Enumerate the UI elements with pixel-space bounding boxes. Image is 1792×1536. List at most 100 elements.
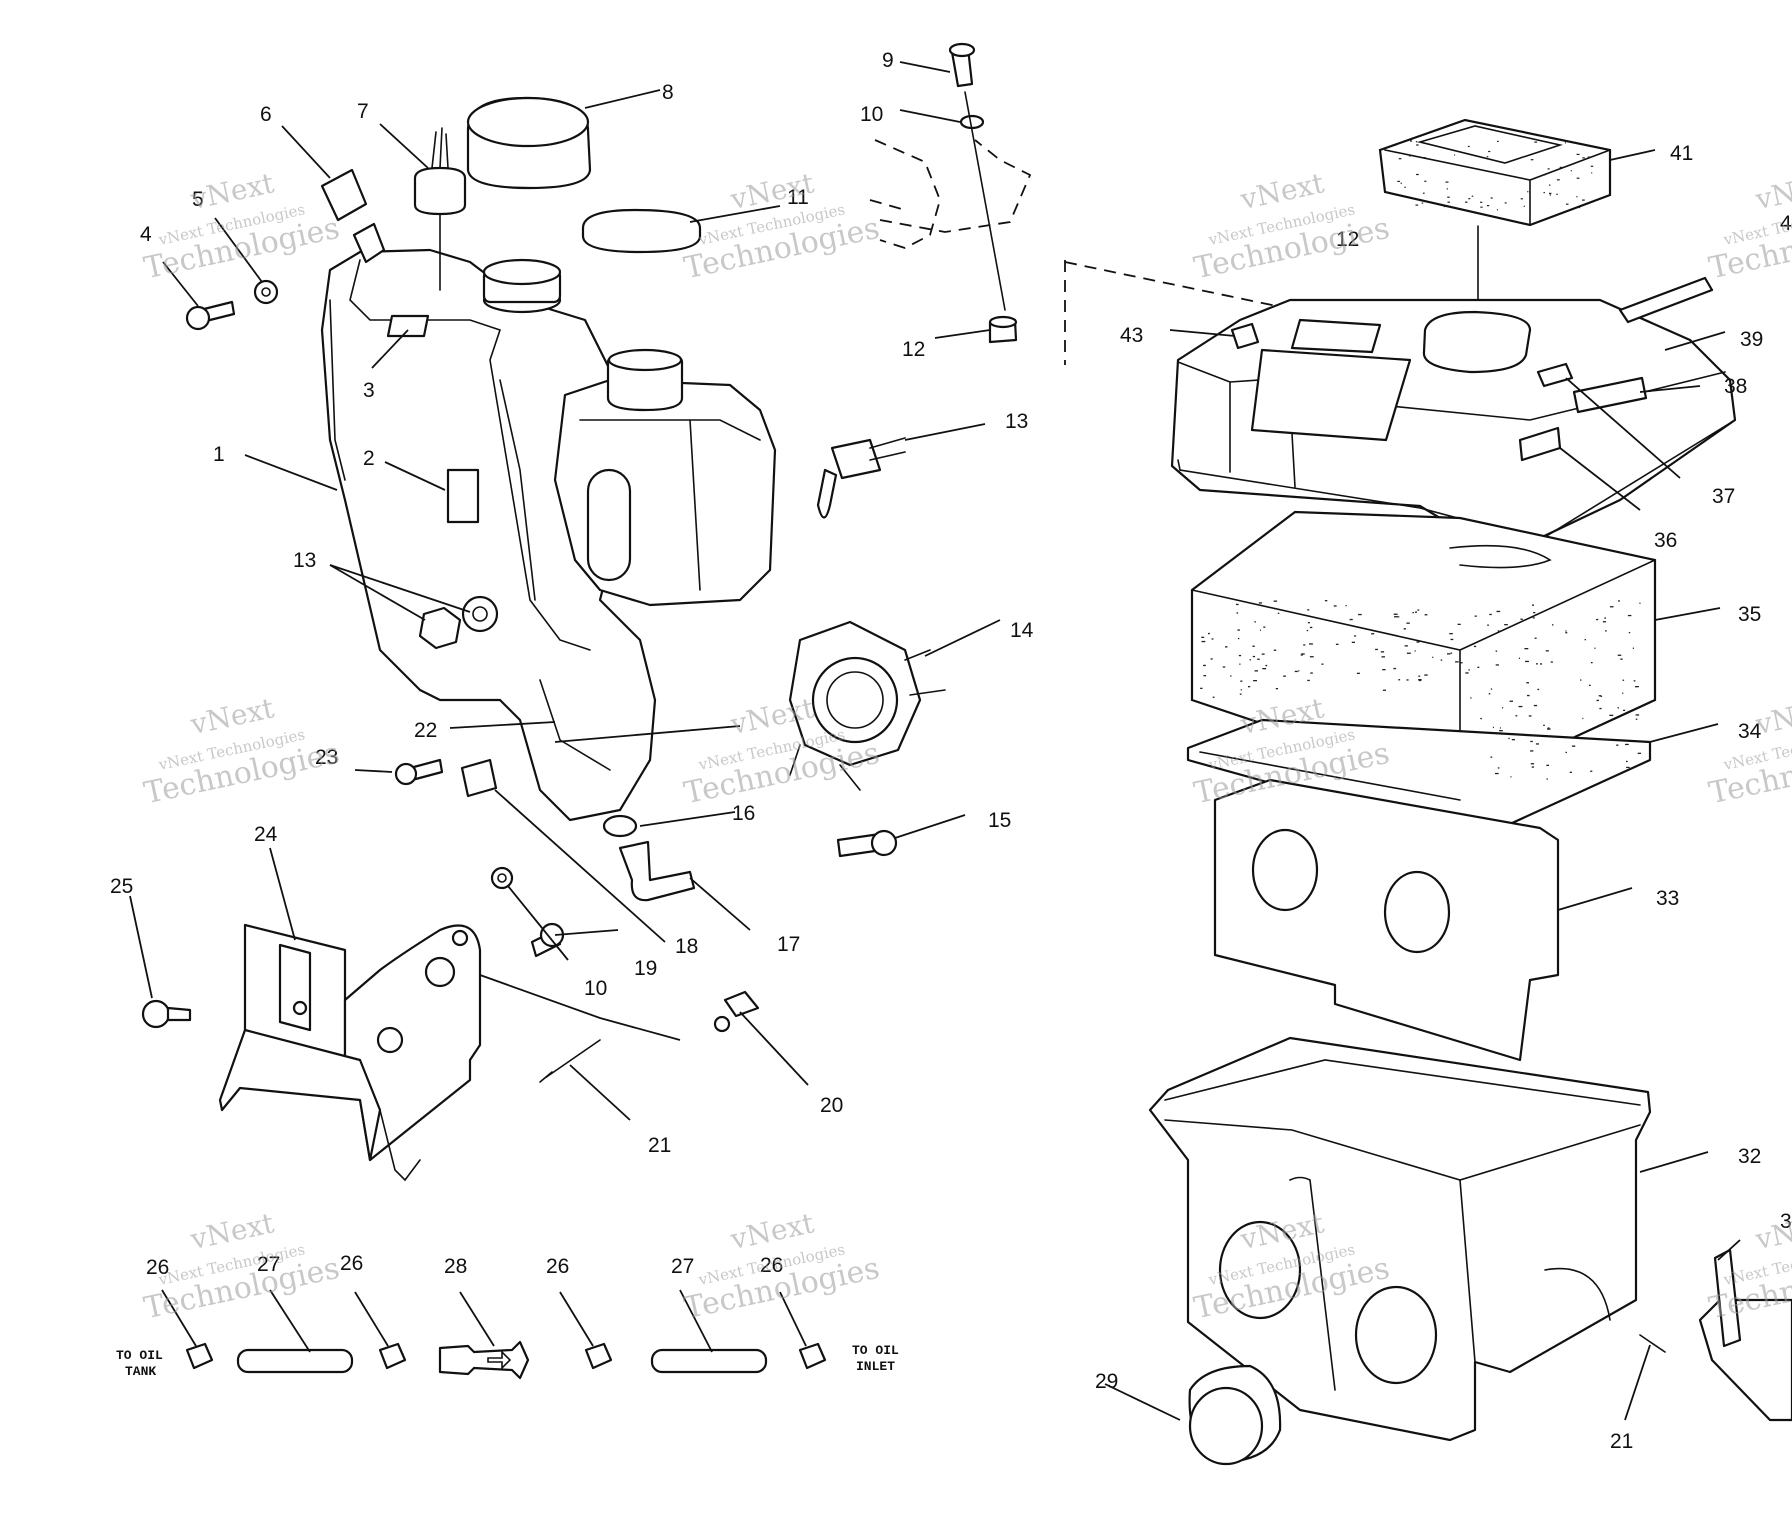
foam-speck (1424, 674, 1428, 676)
foam-speck (1455, 661, 1459, 663)
foam-speck (1240, 680, 1243, 682)
foam-speck (1502, 707, 1504, 709)
foam-speck (1587, 156, 1591, 158)
callout-10a: 10 (860, 103, 883, 126)
foam-speck (1497, 767, 1500, 769)
callout-43: 43 (1120, 324, 1143, 347)
foam-speck (1496, 209, 1498, 211)
foam-speck (1623, 709, 1626, 711)
foam-speck (1626, 760, 1628, 763)
callout-20: 20 (820, 1094, 843, 1117)
lid-recess (1250, 348, 1412, 442)
foam-speck (1495, 772, 1499, 775)
foam-speck (1504, 202, 1507, 204)
foam-filter-35 (1190, 510, 1657, 792)
foam-speck (1625, 743, 1629, 746)
foam-speck (1576, 177, 1580, 179)
foam-speck (1418, 675, 1421, 677)
foam-speck (1576, 196, 1578, 198)
foam-speck (1596, 699, 1599, 702)
oil-line-parts (185, 1340, 827, 1380)
foam-speck (1527, 694, 1530, 697)
clip-18 (460, 758, 498, 798)
foam-speck (1489, 613, 1492, 616)
foam-speck (1549, 184, 1551, 186)
foam-speck (1447, 653, 1451, 655)
foam-speck (1591, 172, 1593, 174)
foam-speck (1533, 704, 1538, 707)
foam-speck (1520, 156, 1524, 158)
foam-speck (1639, 602, 1641, 604)
foam-speck (1445, 181, 1449, 183)
petcock-13 (830, 438, 882, 480)
callout-6: 6 (260, 103, 272, 126)
foam-speck (1596, 618, 1599, 621)
callout-22: 22 (414, 719, 437, 742)
foam-speck (1450, 652, 1453, 654)
foam-speck (1496, 610, 1501, 613)
foam-speck (1528, 715, 1532, 717)
foam-speck (1531, 766, 1534, 768)
foam-speck (1236, 603, 1239, 606)
foam-speck (1518, 705, 1523, 708)
rivet-21 (539, 1039, 601, 1083)
foam-speck (1309, 643, 1313, 645)
foam-speck (1495, 664, 1499, 666)
air-box-assembly (1148, 118, 1792, 1466)
foam-speck (1397, 180, 1400, 182)
foam-speck (1423, 157, 1426, 159)
callout-26c: 26 (546, 1255, 569, 1278)
clamp-20 (723, 990, 760, 1018)
label-38 (1572, 376, 1648, 414)
foam-speck (1547, 168, 1550, 170)
foam-speck (1617, 707, 1619, 709)
foam-speck (1380, 651, 1385, 653)
bracket-hardware (141, 866, 760, 1083)
foam-speck (1203, 664, 1206, 667)
foam-speck (1622, 692, 1624, 694)
foam-speck (1530, 763, 1534, 765)
to-oil-tank-line1: TO OIL (116, 1348, 163, 1363)
foam-speck (1358, 613, 1362, 616)
callout-26d: 26 (760, 1254, 783, 1277)
hex-nut-13 (418, 606, 462, 650)
foam-speck (1275, 688, 1278, 690)
foam-speck (1416, 173, 1419, 176)
foam-speck (1261, 653, 1265, 655)
decal-3 (386, 314, 430, 338)
callout-3: 3 (363, 379, 375, 402)
foam-speck (1584, 639, 1586, 641)
foam-speck (1265, 664, 1268, 667)
callout-34: 34 (1738, 720, 1762, 743)
foam-speck (1590, 662, 1593, 664)
decal-2 (446, 468, 480, 524)
foam-speck (1212, 696, 1215, 698)
foam-speck (1532, 604, 1534, 606)
foam-speck (1535, 743, 1539, 745)
foam-speck (1446, 188, 1448, 190)
foam-speck (1465, 672, 1469, 674)
foam-speck (1432, 656, 1434, 658)
foam-speck (1510, 776, 1512, 778)
foam-speck (1307, 679, 1310, 682)
foam-speck (1622, 679, 1625, 681)
foam-speck (1486, 205, 1490, 207)
foam-speck (1443, 205, 1445, 208)
foam-speck (1580, 679, 1582, 681)
foam-speck (1547, 727, 1550, 729)
foam-speck (1303, 644, 1306, 646)
foam-speck (1590, 165, 1594, 167)
foam-speck (1626, 766, 1630, 769)
foam-speck (1225, 646, 1228, 648)
foam-speck (1210, 658, 1213, 660)
foam-speck (1490, 688, 1493, 690)
foam-speck (1257, 658, 1260, 660)
foam-speck (1222, 666, 1226, 668)
foam-speck (1412, 612, 1414, 614)
foam-speck (1582, 717, 1584, 720)
hose-nut-26c (584, 1342, 613, 1370)
foam-speck (1470, 697, 1472, 699)
